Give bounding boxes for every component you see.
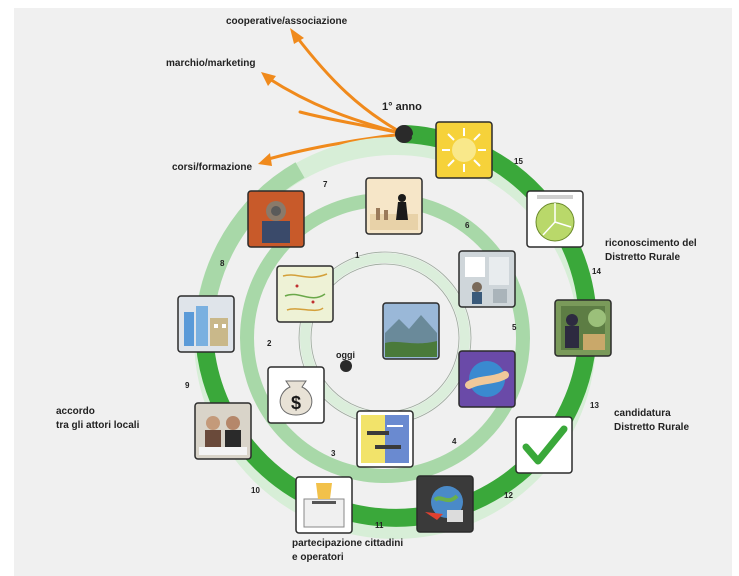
- label-riconoscimento-1: riconoscimento del: [605, 238, 697, 249]
- bar-chart-icon: [356, 410, 414, 468]
- step-number: 11: [375, 521, 384, 530]
- step-number: 3: [331, 449, 336, 458]
- orange-arrows: [258, 28, 406, 166]
- step-number: 6: [465, 221, 470, 230]
- handshake-icon: [458, 350, 516, 408]
- step-number: 9: [185, 381, 190, 390]
- label-partecipazione-1: partecipazione cittadini: [292, 538, 403, 549]
- step-number: 12: [504, 491, 513, 500]
- portrait-icon: [247, 190, 305, 248]
- arrow-cooperative: [294, 34, 406, 136]
- label-partecipazione-2: e operatori: [292, 552, 344, 563]
- money-bag-icon: $: [267, 366, 325, 424]
- step-number: 4: [452, 437, 457, 446]
- step-number: 13: [590, 401, 599, 410]
- connector-green: [411, 134, 439, 146]
- step-number: 2: [267, 339, 272, 348]
- step-number: 10: [251, 486, 260, 495]
- sun-icon: [435, 121, 493, 179]
- step-number: 15: [514, 157, 523, 166]
- step-number: 7: [323, 180, 328, 189]
- label-corsi: corsi/formazione: [172, 162, 252, 173]
- label-cooperative: cooperative/associazione: [226, 16, 348, 27]
- speaker-podium-icon: [554, 299, 612, 357]
- label-riconoscimento-2: Distretto Rurale: [605, 252, 680, 263]
- svg-text:$: $: [291, 393, 301, 413]
- start-dot: [395, 125, 413, 143]
- buildings-icon: [177, 295, 235, 353]
- label-accordo-1: accordo: [56, 406, 95, 417]
- label-accordo-2: tra gli attori locali: [56, 420, 140, 431]
- step-numbers: 1 2 3 4 5 6 7 8 9 10 11 12 13 14 15: [185, 157, 601, 530]
- label-marchio: marchio/marketing: [166, 58, 255, 69]
- clock-pie-icon: [526, 190, 584, 248]
- meeting-people-icon: [194, 402, 252, 460]
- arrow-corsi: [263, 132, 406, 162]
- step-number: 1: [355, 251, 360, 260]
- checkmark-icon: [515, 416, 573, 474]
- step-number: 14: [592, 267, 601, 276]
- map-icon: [276, 265, 334, 323]
- chess-piece-icon: [365, 177, 423, 235]
- today-dot: [340, 360, 352, 372]
- mountain-landscape-icon: [382, 302, 440, 360]
- label-candidatura-2: Distretto Rurale: [614, 422, 689, 433]
- label-oggi: oggi: [336, 350, 355, 360]
- annotation-labels: cooperative/associazione marchio/marketi…: [56, 16, 697, 563]
- arrowhead-marchio: [261, 72, 276, 86]
- arrowhead-corsi: [258, 153, 272, 166]
- tiles: $: [177, 121, 612, 534]
- label-candidatura-1: candidatura: [614, 408, 671, 419]
- step-number: 8: [220, 259, 225, 268]
- arrowhead-cooperative: [290, 28, 304, 44]
- step-number: 5: [512, 323, 517, 332]
- label-anno: 1° anno: [382, 101, 422, 113]
- arrow-extra: [298, 110, 406, 136]
- globe-computer-icon: [416, 475, 474, 533]
- ballot-box-icon: [295, 476, 353, 534]
- office-room-icon: [458, 250, 516, 308]
